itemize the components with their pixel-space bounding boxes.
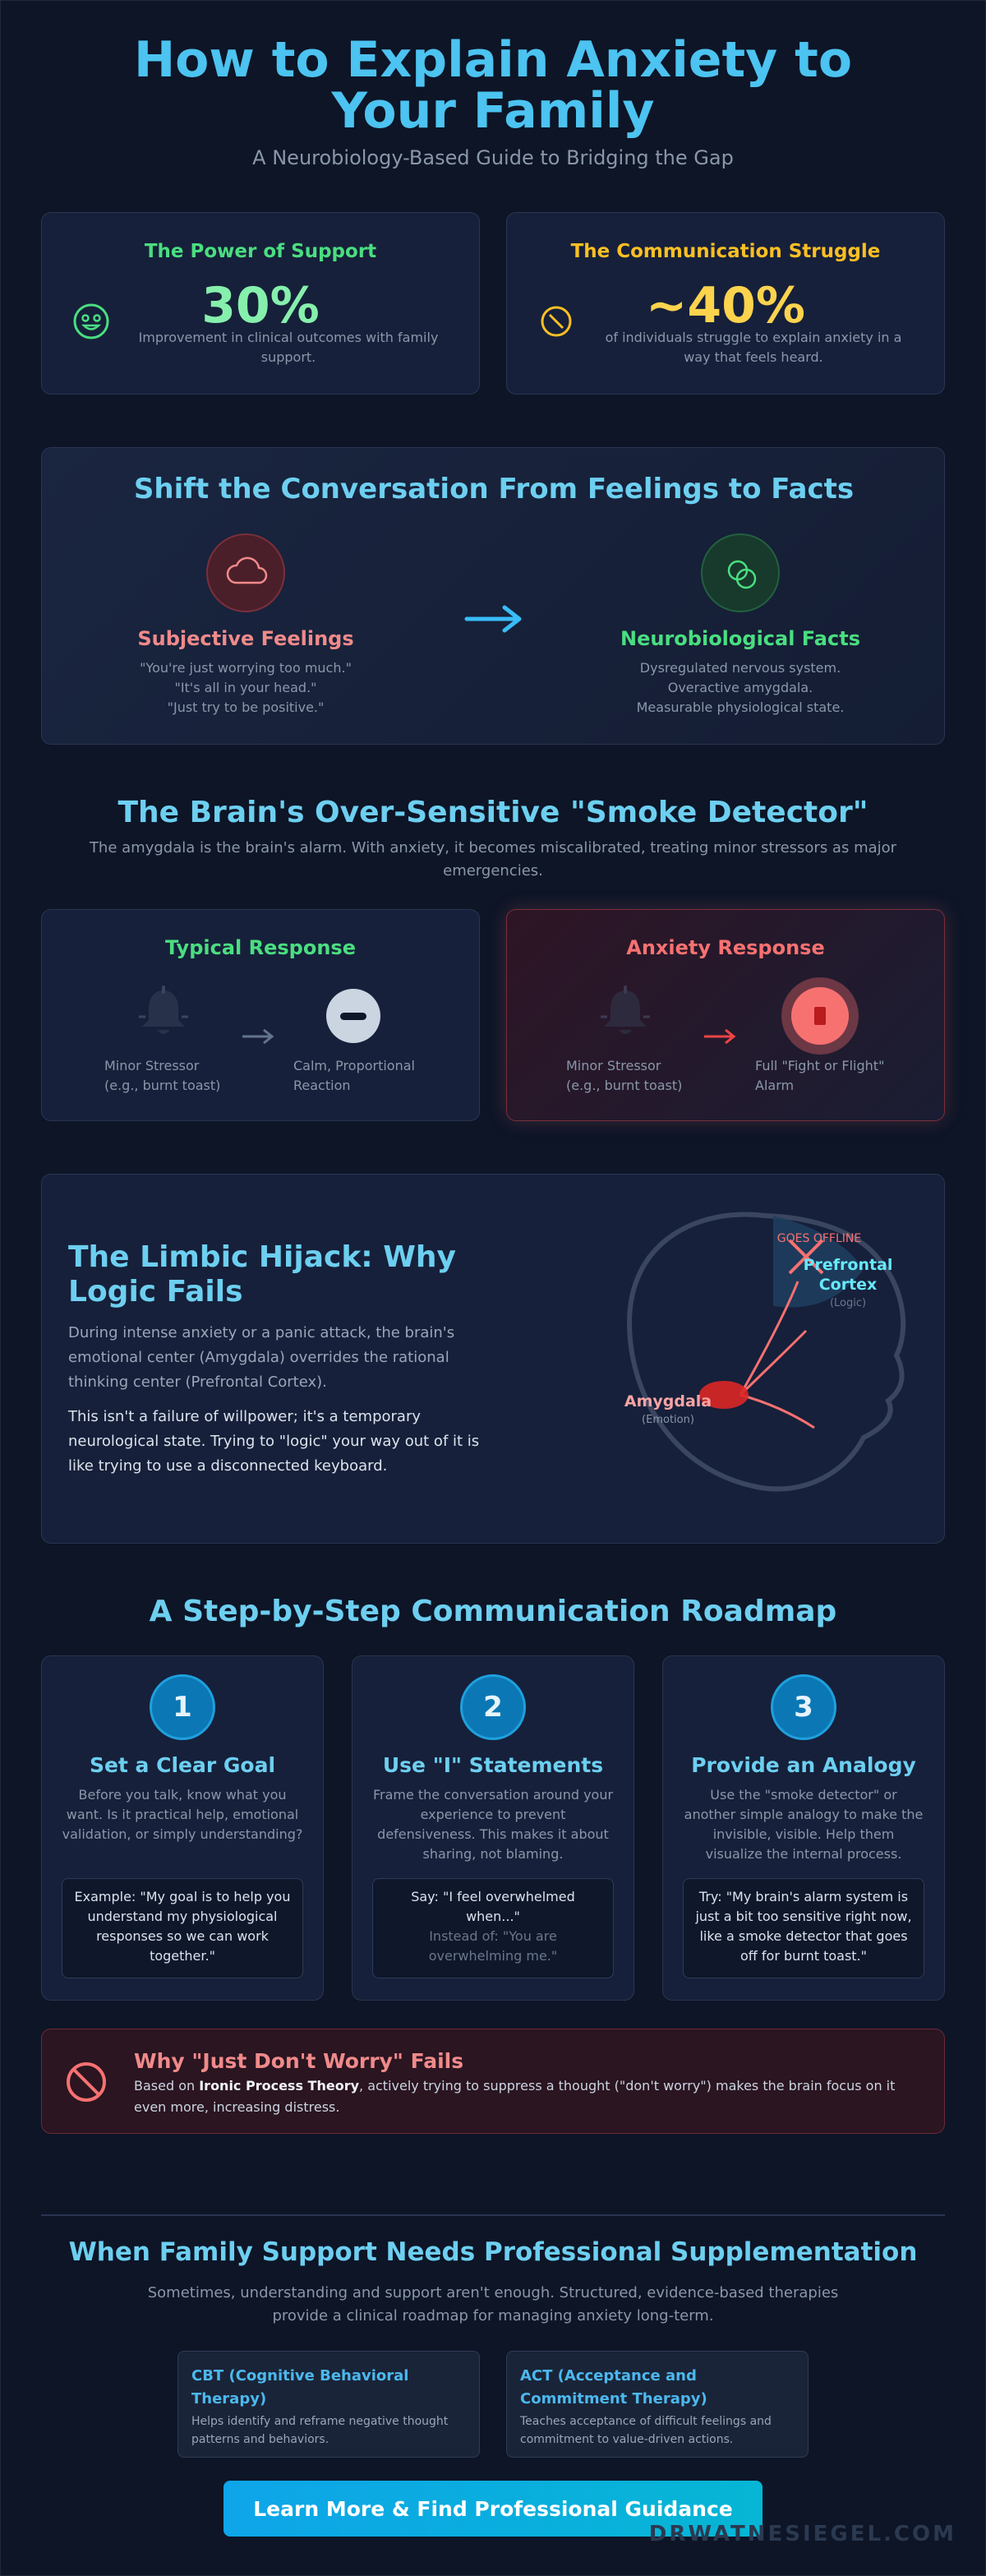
step-card-3: 3 Provide an Analogy Use the "smoke dete… — [662, 1655, 945, 2001]
facts-line-1: Dysregulated nervous system. — [639, 660, 841, 676]
feelings-quote-1: "You're just worrying too much." — [140, 660, 352, 676]
page-subtitle: A Neurobiology-Based Guide to Bridging t… — [252, 146, 734, 169]
step-example-text: Try: "My brain's alarm system is just a … — [695, 1889, 912, 1964]
alarm-bell-icon — [601, 986, 650, 1034]
worry-text-before: Based on — [134, 2078, 200, 2094]
worry-title: Why "Just Don't Worry" Fails — [134, 2049, 464, 2073]
therapy-description: Teaches acceptance of difficult feelings… — [520, 2415, 772, 2446]
facts-line-2: Overactive amygdala. — [667, 680, 813, 695]
stat-value: 30% — [201, 277, 320, 335]
typical-stressor-caption-2: (e.g., burnt toast) — [104, 1078, 221, 1093]
roadmap-title: A Step-by-Step Communication Roadmap — [149, 1595, 837, 1628]
typical-stressor-caption-1: Minor Stressor — [104, 1058, 200, 1073]
hijack-title: The Limbic Hijack: Why Logic Fails — [68, 1240, 457, 1309]
learn-more-button[interactable]: Learn More & Find Professional Guidance — [223, 2481, 763, 2537]
therapy-card-cbt: CBT (Cognitive Behavioral Therapy) Helps… — [177, 2351, 480, 2458]
section-title: Shift the Conversation From Feelings to … — [133, 473, 855, 506]
smoke-section-description: The amygdala is the brain's alarm. With … — [89, 839, 897, 879]
step-instead-text: Instead of: "You are overwhelming me." — [428, 1928, 558, 1964]
feelings-quote-2: "It's all in your head." — [174, 680, 317, 695]
pfc-label-2: Cortex — [819, 1276, 878, 1294]
feelings-label: Subjective Feelings — [137, 627, 354, 650]
therapy-title: CBT (Cognitive Behavioral Therapy) — [191, 2367, 409, 2407]
anxiety-result-caption-1: Full "Fight or Flight" — [755, 1058, 885, 1073]
step-title: Set a Clear Goal — [89, 1753, 276, 1777]
typical-result-caption-1: Calm, Proportional — [293, 1058, 415, 1073]
therapy-description: Helps identify and reframe negative thou… — [191, 2415, 449, 2446]
worry-text-bold: Ironic Process Theory — [199, 2078, 360, 2094]
worry-text-after: , actively trying to suppress a thought … — [134, 2078, 896, 2115]
therapy-title: ACT (Acceptance and Commitment Therapy) — [520, 2367, 707, 2407]
amygdala-sub-label: (Emotion) — [642, 1414, 694, 1426]
facts-line-3: Measurable physiological state. — [636, 699, 845, 715]
shift-section: Shift the Conversation From Feelings to … — [41, 447, 945, 745]
step-description: Before you talk, know what you want. Is … — [62, 1787, 303, 1842]
step-example: Say: "I feel overwhelmed when..." Instea… — [372, 1878, 614, 1978]
alarm-bell-icon — [139, 986, 188, 1034]
offline-label: GOES OFFLINE — [777, 1232, 861, 1245]
anxiety-response-card: Anxiety Response Minor Stressor (e.g., b… — [506, 909, 945, 1121]
prohibited-icon — [541, 306, 572, 337]
anxiety-stressor-caption-2: (e.g., burnt toast) — [566, 1078, 683, 1093]
page-title: How to Explain Anxiety to Your Family — [133, 31, 853, 140]
calm-response-icon — [326, 989, 380, 1043]
step-example-text: Example: "My goal is to help you underst… — [74, 1889, 291, 1964]
cloud-icon — [206, 533, 285, 612]
professional-title: When Family Support Needs Professional S… — [68, 2237, 918, 2267]
anxiety-result-caption-2: Alarm — [755, 1078, 795, 1093]
brain-diagram: GOES OFFLINE Prefrontal Cortex (Logic) A… — [624, 1212, 906, 1492]
hijack-paragraph-2: This isn't a failure of willpower; it's … — [68, 1408, 480, 1475]
anxiety-response-title: Anxiety Response — [626, 936, 825, 959]
pfc-label-1: Prefrontal — [804, 1256, 893, 1274]
feelings-quote-3: "Just try to be positive." — [167, 699, 325, 715]
stat-card-support: The Power of Support 30% Improvement in … — [41, 212, 480, 395]
step-example-text: Say: "I feel overwhelmed when..." — [411, 1889, 575, 1924]
section-divider — [41, 2214, 945, 2216]
worry-callout: Why "Just Don't Worry" Fails Based on Ir… — [41, 2029, 945, 2134]
limbic-hijack-section: The Limbic Hijack: Why Logic Fails Durin… — [41, 1174, 945, 1544]
typical-response-title: Typical Response — [165, 936, 356, 959]
stat-description: Improvement in clinical outcomes with fa… — [138, 330, 439, 365]
step-card-1: 1 Set a Clear Goal Before you talk, know… — [41, 1655, 324, 2001]
pfc-sub-label: (Logic) — [830, 1297, 866, 1309]
smiling-face-icon — [73, 303, 109, 339]
professional-description: Sometimes, understanding and support are… — [147, 2284, 839, 2324]
typical-response-card: Typical Response Minor Stressor (e.g., b… — [41, 909, 480, 1121]
no-entry-icon — [67, 2062, 106, 2102]
typical-result-caption-2: Reaction — [293, 1078, 351, 1093]
stat-description: of individuals struggle to explain anxie… — [605, 330, 902, 365]
step-number: 1 — [150, 1674, 215, 1740]
arrow-right-icon — [242, 1028, 274, 1045]
facts-label: Neurobiological Facts — [620, 627, 860, 650]
alarm-response-icon — [781, 977, 859, 1055]
stat-card-communication: The Communication Struggle ~40% of indiv… — [506, 212, 945, 395]
stat-title: The Communication Struggle — [570, 241, 881, 262]
step-card-2: 2 Use "I" Statements Frame the conversat… — [352, 1655, 634, 2001]
anxiety-stressor-caption-1: Minor Stressor — [566, 1058, 661, 1073]
stat-title: The Power of Support — [144, 241, 377, 262]
step-title: Use "I" Statements — [382, 1753, 604, 1777]
step-number: 2 — [460, 1674, 526, 1740]
amygdala-label: Amygdala — [624, 1392, 712, 1410]
step-title: Provide an Analogy — [691, 1753, 916, 1777]
step-example: Example: "My goal is to help you underst… — [62, 1878, 303, 1978]
arrow-right-icon — [704, 1028, 736, 1045]
step-description: Frame the conversation around your exper… — [372, 1787, 614, 1862]
step-example: Try: "My brain's alarm system is just a … — [683, 1878, 924, 1978]
arrow-right-icon — [464, 605, 522, 633]
hijack-paragraph-1: During intense anxiety or a panic attack… — [68, 1324, 455, 1391]
step-description: Use the "smoke detector" or another simp… — [684, 1787, 924, 1862]
stat-value: ~40% — [646, 277, 805, 335]
watermark: DRWATNESIEGEL.COM — [648, 2522, 956, 2546]
step-number: 3 — [771, 1674, 836, 1740]
linked-circles-icon — [701, 533, 780, 612]
therapy-card-act: ACT (Acceptance and Commitment Therapy) … — [506, 2351, 809, 2458]
smoke-section-title: The Brain's Over-Sensitive "Smoke Detect… — [117, 796, 869, 829]
worry-text: Based on Ironic Process Theory, actively… — [134, 2075, 915, 2118]
